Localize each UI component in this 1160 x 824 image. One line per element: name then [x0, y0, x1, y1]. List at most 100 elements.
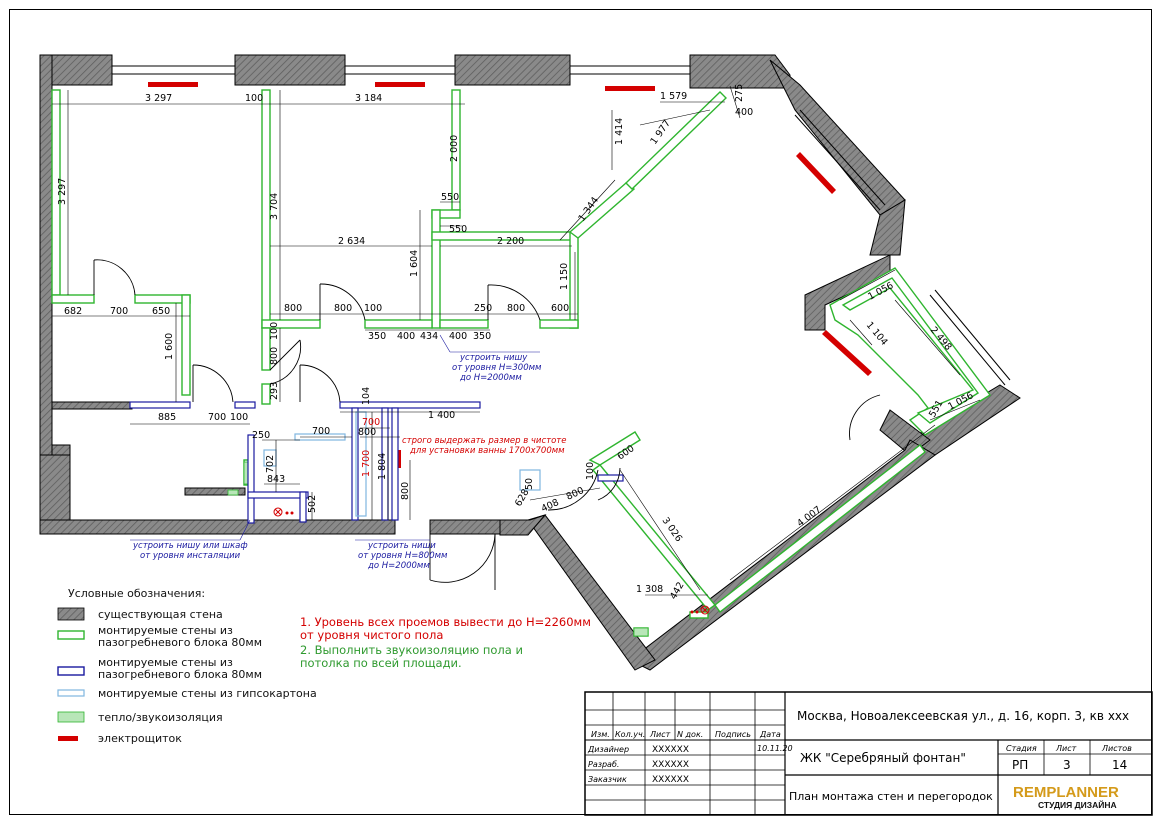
legend-swatch-drywall	[57, 689, 85, 697]
dim-label: 800	[334, 303, 352, 314]
tb-stage: РП	[1012, 758, 1028, 772]
tb-header: Лист	[649, 730, 671, 739]
dim-label: 400	[397, 331, 415, 342]
tb-header: Кол.уч.	[615, 730, 645, 739]
dim-label: 3 297	[57, 178, 68, 205]
tb-role: Дизайнер	[587, 745, 629, 754]
dim-label: 1 604	[409, 250, 420, 277]
dim-label: 100	[245, 93, 263, 104]
tb-name: XXXXXX	[652, 760, 689, 770]
drawing-frame	[9, 9, 1152, 815]
legend-swatch-insulation	[57, 711, 85, 723]
title-block-text: Изм. Кол.уч. Лист N док. Подпись Дата Ди…	[587, 709, 1132, 810]
legend-swatch-panel	[58, 736, 78, 741]
tb-sheet-label: Лист	[1055, 744, 1077, 753]
dim-label: 408	[540, 497, 561, 515]
dim-label: 702	[265, 455, 276, 473]
legend-label: пазогребневого блока 80мм	[98, 668, 262, 681]
dim-label: 1 700	[361, 450, 372, 477]
niche-note-mid: устроить ниши	[367, 541, 436, 551]
insulation-fills	[227, 461, 649, 637]
general-notes: 1. Уровень всех проемов вывести до Н=226…	[300, 615, 591, 670]
tb-stage-label: Стадия	[1006, 744, 1037, 753]
windows	[111, 65, 1011, 386]
dim-label: 800	[269, 347, 280, 365]
plan-notes: устроить нишу от уровня Н=300мм до Н=200…	[130, 334, 566, 571]
tb-header: N док.	[677, 730, 703, 739]
dim-label: 1 150	[559, 263, 570, 290]
niche-note-mid: до Н=2000мм	[367, 561, 430, 571]
note-2: 2. Выполнить звукоизоляцию пола и	[300, 643, 523, 657]
note-1: от уровня чистого пола	[300, 628, 443, 642]
dim-label: 442	[668, 580, 687, 601]
dim-label: 1 600	[164, 333, 175, 360]
dim-label: 700	[312, 426, 330, 437]
dim-label: 502	[307, 495, 318, 513]
dim-label: 400	[735, 107, 753, 118]
tb-role: Заказчик	[588, 775, 627, 784]
dim-label: 885	[158, 412, 176, 423]
dim-label: 250	[252, 430, 270, 441]
dim-label: 100	[364, 303, 382, 314]
dim-label: 400	[449, 331, 467, 342]
dim-label: 800	[400, 482, 411, 500]
tb-sheet-title: План монтажа стен и перегородок	[789, 790, 993, 803]
tb-header: Изм.	[591, 730, 610, 739]
dim-label: 1 414	[614, 118, 625, 145]
dim-label: 350	[473, 331, 491, 342]
dim-label: 2 000	[449, 135, 460, 162]
dim-label: 250	[474, 303, 492, 314]
dim-label: 600	[551, 303, 569, 314]
dim-label: 1 804	[377, 453, 388, 480]
niche-note-left: устроить нишу или шкаф	[132, 541, 248, 551]
title-block	[584, 691, 1153, 816]
legend-label: электрощиток	[98, 732, 182, 745]
niche-note-mid: от уровня Н=800мм	[358, 551, 448, 561]
dim-label: 550	[441, 192, 459, 203]
bath-note: для установки ванны 1700х700мм	[409, 446, 565, 456]
niche-note-top: до Н=2000мм	[459, 373, 522, 383]
legend-label: монтируемые стены из гипсокартона	[98, 687, 317, 700]
dim-label: 700	[110, 306, 128, 317]
dim-label: 3 297	[145, 93, 172, 104]
dim-label: 50	[524, 478, 535, 490]
tb-sheets: 14	[1112, 758, 1127, 772]
note-1: 1. Уровень всех проемов вывести до Н=226…	[300, 615, 591, 629]
legend-title: Условные обозначения:	[68, 587, 205, 600]
dim-label: 100	[230, 412, 248, 423]
dim-label: 3 184	[355, 93, 382, 104]
dim-label: 293	[269, 382, 280, 400]
niche-note-top: устроить нишу	[459, 353, 528, 363]
niche-note-left: от уровня инсталяции	[140, 551, 241, 561]
dim-label: 100	[269, 322, 280, 340]
dim-label: 700	[208, 412, 226, 423]
dim-label: 3 026	[660, 515, 685, 544]
niche-note-top: от уровня Н=300мм	[452, 363, 542, 373]
dim-label: 800	[284, 303, 302, 314]
tb-name: XXXXXX	[652, 775, 689, 785]
dim-label: 275	[734, 84, 745, 102]
blue-block-walls	[129, 401, 624, 524]
dim-label: 100	[585, 462, 596, 480]
dim-label: 843	[267, 474, 285, 485]
dim-label: 682	[64, 306, 82, 317]
dim-label: 550	[449, 224, 467, 235]
legend-swatch-green-block	[57, 630, 85, 640]
legend-label: монтируемые стены из	[98, 624, 233, 637]
dim-label: 700	[362, 417, 380, 428]
dim-label: 800	[565, 485, 586, 503]
legend-swatch-blue-block	[57, 666, 85, 676]
fixture-dots	[285, 511, 699, 614]
dim-label: 650	[152, 306, 170, 317]
dim-label: 1 579	[660, 91, 687, 102]
doors	[93, 259, 881, 590]
tb-date: 10.11.20	[757, 744, 793, 753]
tb-sheet: 3	[1063, 758, 1071, 772]
tb-complex: ЖК "Серебряный фонтан"	[800, 751, 966, 765]
logo-main: REMPLANNER	[1013, 784, 1119, 801]
tb-name: XXXXXX	[652, 745, 689, 755]
tb-header: Подпись	[715, 730, 751, 739]
green-block-walls	[51, 89, 992, 637]
dim-label: 800	[507, 303, 525, 314]
